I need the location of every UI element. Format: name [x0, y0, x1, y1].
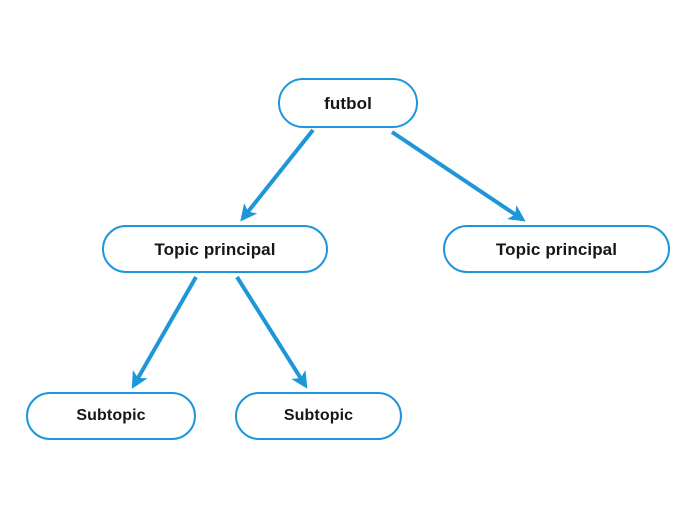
node-topic-principal-right[interactable]: Topic principal	[443, 225, 670, 273]
node-topic-principal-right-label: Topic principal	[495, 239, 618, 259]
node-root-label: futbol	[324, 93, 372, 113]
node-root[interactable]: futbol	[278, 78, 418, 128]
node-subtopic-left[interactable]: Subtopic	[26, 392, 196, 440]
edge-root-to-topic-right	[390, 130, 526, 222]
edge-root-to-topic-left	[240, 128, 315, 222]
node-topic-principal-left-label: Topic principal	[154, 239, 276, 259]
node-subtopic-right-label: Subtopic	[283, 407, 354, 424]
edge-topic-left-to-sub-left	[131, 276, 198, 389]
edge-topic-left-to-sub-right	[235, 275, 308, 389]
node-subtopic-left-label: Subtopic	[76, 407, 146, 424]
node-subtopic-right[interactable]: Subtopic	[235, 392, 402, 440]
node-topic-principal-left[interactable]: Topic principal	[102, 225, 328, 273]
